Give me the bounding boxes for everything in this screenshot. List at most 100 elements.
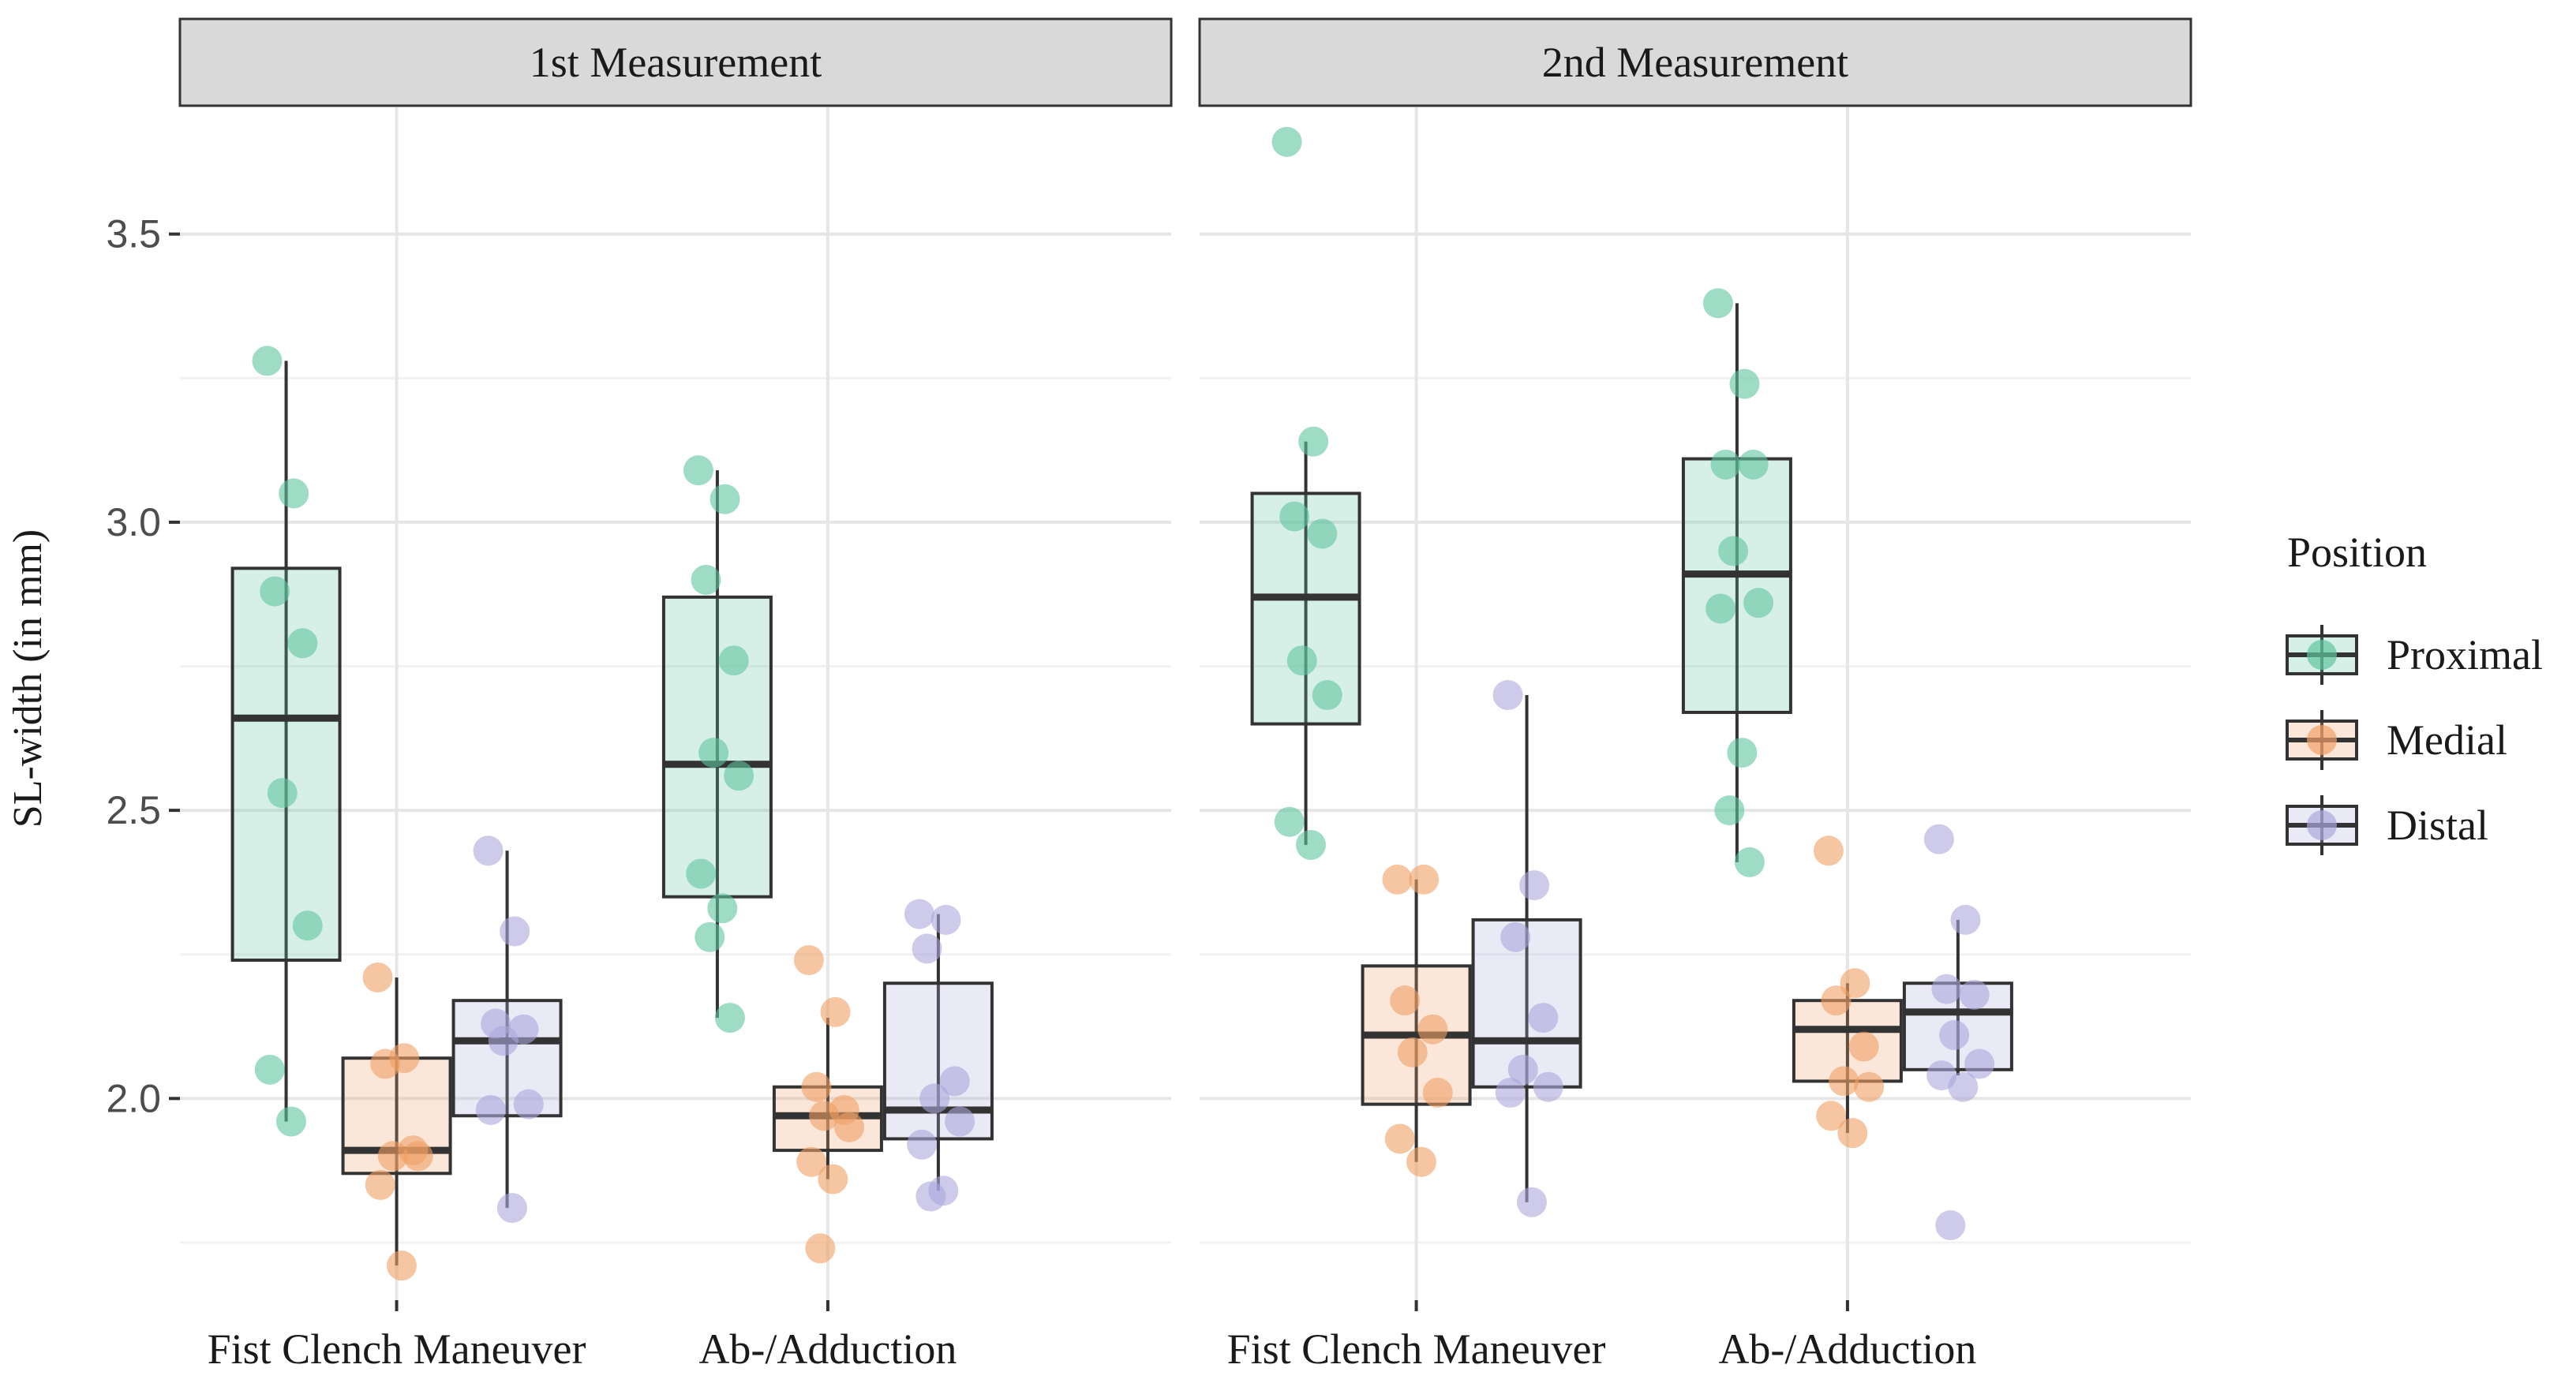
- data-point: [1840, 968, 1870, 999]
- panel-strip: [178, 17, 1173, 107]
- data-point: [1950, 904, 1981, 935]
- data-point: [793, 945, 824, 976]
- data-point: [252, 346, 283, 376]
- legend-title: Position: [2287, 529, 2427, 576]
- group-ab-adduction: Ab-/Adduction: [1681, 288, 2013, 1373]
- data-point: [1307, 518, 1338, 549]
- y-tick-label: 2.0: [106, 1076, 161, 1120]
- box-medial: [772, 945, 883, 1264]
- data-point: [1528, 1003, 1559, 1034]
- box-distal: [882, 899, 994, 1212]
- data-point: [473, 835, 504, 866]
- data-point: [1939, 1020, 1970, 1050]
- data-point: [1384, 1123, 1415, 1154]
- x-tick-label: Fist Clench Maneuver: [208, 1325, 586, 1373]
- data-point: [930, 904, 961, 935]
- data-point: [1738, 449, 1769, 480]
- data-point: [686, 858, 717, 889]
- group-fist-clench-maneuver: Fist Clench Maneuver: [208, 346, 586, 1373]
- data-point: [1492, 680, 1523, 711]
- data-point: [1848, 1031, 1879, 1062]
- data-point: [1279, 501, 1310, 532]
- data-point: [1743, 588, 1774, 619]
- data-point: [718, 645, 749, 676]
- data-point: [1702, 288, 1733, 319]
- data-point: [805, 1233, 836, 1264]
- data-point: [496, 1193, 527, 1224]
- data-point: [1417, 1014, 1448, 1045]
- data-point: [1516, 1187, 1547, 1217]
- data-point: [1829, 1066, 1859, 1097]
- box-distal: [1471, 680, 1582, 1217]
- data-point: [1409, 864, 1440, 895]
- data-point: [1271, 126, 1302, 157]
- data-point: [1935, 1210, 1966, 1241]
- data-point: [724, 761, 754, 791]
- box-proximal: [1250, 126, 1361, 860]
- data-point: [1948, 1071, 1979, 1102]
- data-point: [1727, 738, 1758, 768]
- data-point: [1397, 1037, 1428, 1067]
- data-point: [365, 1169, 395, 1200]
- data-point: [820, 996, 851, 1027]
- data-point: [710, 484, 740, 514]
- data-point: [691, 564, 721, 595]
- data-point: [500, 916, 530, 947]
- legend-label: Medial: [2387, 716, 2507, 764]
- data-point: [1816, 1101, 1847, 1131]
- data-point: [1422, 1078, 1453, 1108]
- data-point: [513, 1089, 544, 1120]
- legend-point: [2307, 725, 2337, 755]
- data-point: [1298, 426, 1329, 457]
- legend-item-medial: Medial: [2286, 710, 2507, 770]
- data-point: [714, 1003, 745, 1034]
- data-point: [279, 478, 309, 509]
- box-iqr: [1250, 492, 1361, 726]
- data-point: [945, 1106, 975, 1137]
- box-proximal: [661, 455, 773, 1034]
- box-distal: [1902, 824, 2013, 1241]
- legend-point: [2307, 640, 2337, 670]
- data-point: [818, 1164, 848, 1194]
- data-point: [698, 738, 729, 768]
- data-point: [1274, 806, 1305, 837]
- legend-label: Distal: [2387, 802, 2488, 849]
- x-tick-label: Ab-/Adduction: [698, 1325, 957, 1373]
- x-tick-label: Fist Clench Maneuver: [1227, 1325, 1606, 1373]
- legend-item-distal: Distal: [2286, 795, 2488, 855]
- box-medial: [341, 962, 452, 1281]
- legend-point: [2307, 810, 2337, 840]
- box-distal: [451, 835, 563, 1224]
- panel-title: 2nd Measurement: [1542, 39, 1848, 86]
- data-point: [254, 1054, 285, 1085]
- data-point: [904, 899, 934, 929]
- data-point: [1495, 1078, 1526, 1108]
- data-point: [1286, 645, 1317, 676]
- group-ab-adduction: Ab-/Adduction: [661, 455, 994, 1373]
- panel-strip: [1198, 17, 2192, 107]
- data-point: [1312, 680, 1342, 711]
- data-point: [1821, 985, 1852, 1016]
- data-point: [1714, 795, 1745, 826]
- data-point: [796, 1146, 827, 1177]
- data-point: [939, 1066, 970, 1097]
- data-point: [1507, 1054, 1538, 1085]
- data-point: [707, 893, 738, 924]
- data-point: [1854, 1071, 1885, 1102]
- data-point: [275, 1106, 306, 1137]
- data-point: [1382, 864, 1413, 895]
- box-medial: [1792, 835, 1903, 1149]
- y-tick-label: 3.0: [106, 500, 161, 544]
- data-point: [475, 1094, 506, 1125]
- data-point: [260, 576, 290, 607]
- box-medial: [1361, 864, 1472, 1177]
- data-point: [1837, 1118, 1868, 1149]
- data-point: [1729, 368, 1760, 399]
- legend-item-proximal: Proximal: [2286, 625, 2543, 685]
- data-point: [683, 455, 713, 486]
- data-point: [1710, 449, 1741, 480]
- data-point: [1964, 1048, 1995, 1079]
- data-point: [386, 1250, 417, 1281]
